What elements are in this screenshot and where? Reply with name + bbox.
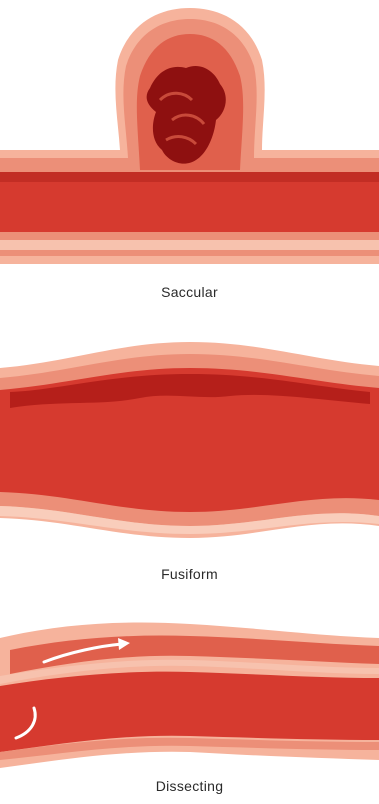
dissecting-aneurysm-illustration	[0, 610, 379, 770]
saccular-lower-wall-band	[0, 232, 379, 240]
saccular-aneurysm-illustration	[0, 0, 379, 270]
saccular-lumen-shadow	[0, 172, 379, 182]
fusiform-panel: Fusiform	[0, 320, 379, 600]
saccular-caption: Saccular	[0, 284, 379, 300]
fusiform-aneurysm-illustration	[0, 320, 379, 550]
saccular-panel: Saccular	[0, 0, 379, 300]
fusiform-caption: Fusiform	[0, 566, 379, 582]
saccular-lower-wall-highlight	[0, 240, 379, 250]
dissecting-caption: Dissecting	[0, 778, 379, 794]
dissecting-panel: Dissecting	[0, 610, 379, 804]
